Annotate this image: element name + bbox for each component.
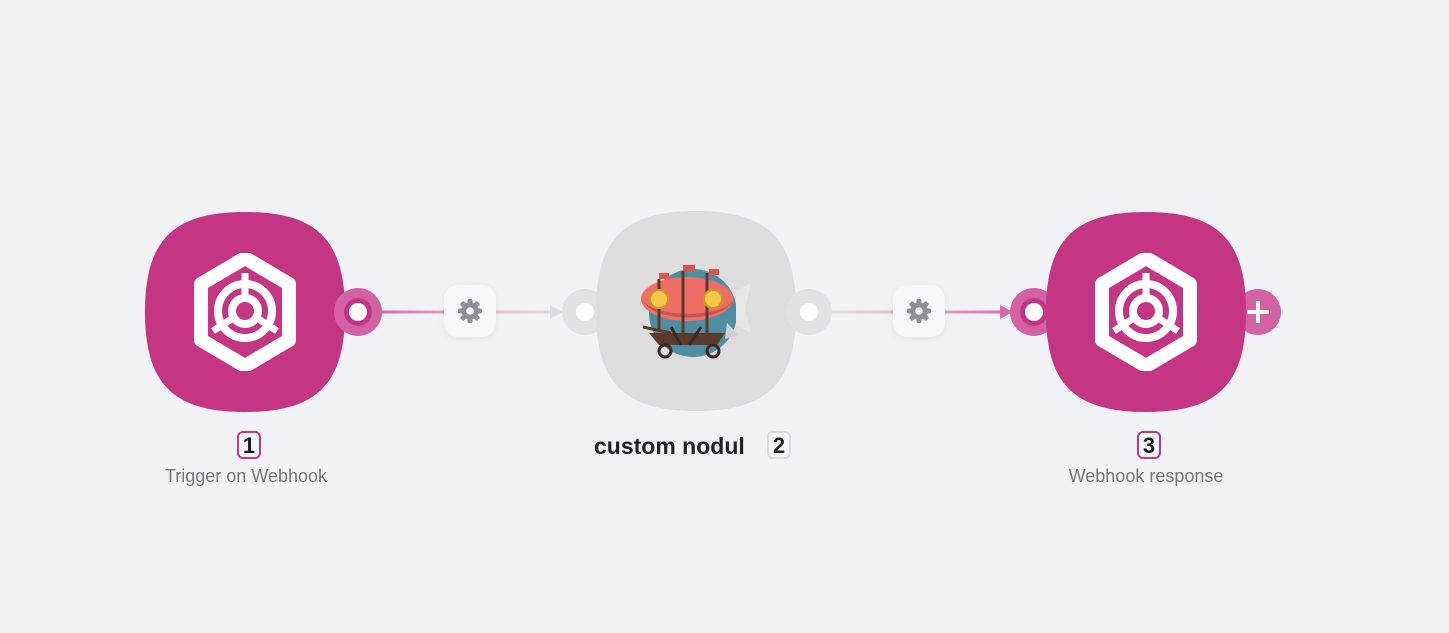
connection-arrow-icon bbox=[1000, 305, 1013, 319]
output-port[interactable] bbox=[334, 288, 382, 336]
plus-icon bbox=[1247, 301, 1269, 323]
webhooks-hexagon-icon bbox=[1094, 253, 1198, 371]
node-title: custom nodul bbox=[594, 433, 745, 459]
node-number-badge: 3 bbox=[1137, 431, 1161, 459]
gear-icon bbox=[907, 299, 931, 323]
connection-settings-button[interactable] bbox=[444, 285, 496, 337]
node-number-badge: 1 bbox=[237, 431, 261, 459]
connection-arrow-icon bbox=[550, 305, 563, 319]
output-port[interactable] bbox=[786, 289, 832, 335]
node-number-badge: 2 bbox=[767, 431, 791, 459]
node-label: Trigger on Webhook bbox=[164, 466, 328, 486]
gear-icon bbox=[458, 299, 482, 323]
node-webhook-response[interactable] bbox=[1043, 209, 1249, 415]
airship-icon bbox=[641, 261, 751, 361]
node-shape bbox=[145, 212, 345, 412]
node-shape bbox=[1046, 212, 1246, 412]
node-custom-nodul[interactable] bbox=[593, 208, 799, 414]
connection-settings-button[interactable] bbox=[893, 285, 945, 337]
node-trigger-on-webhook[interactable] bbox=[142, 209, 348, 415]
node-label: Webhook response bbox=[1068, 466, 1224, 486]
webhooks-hexagon-icon bbox=[193, 253, 297, 371]
